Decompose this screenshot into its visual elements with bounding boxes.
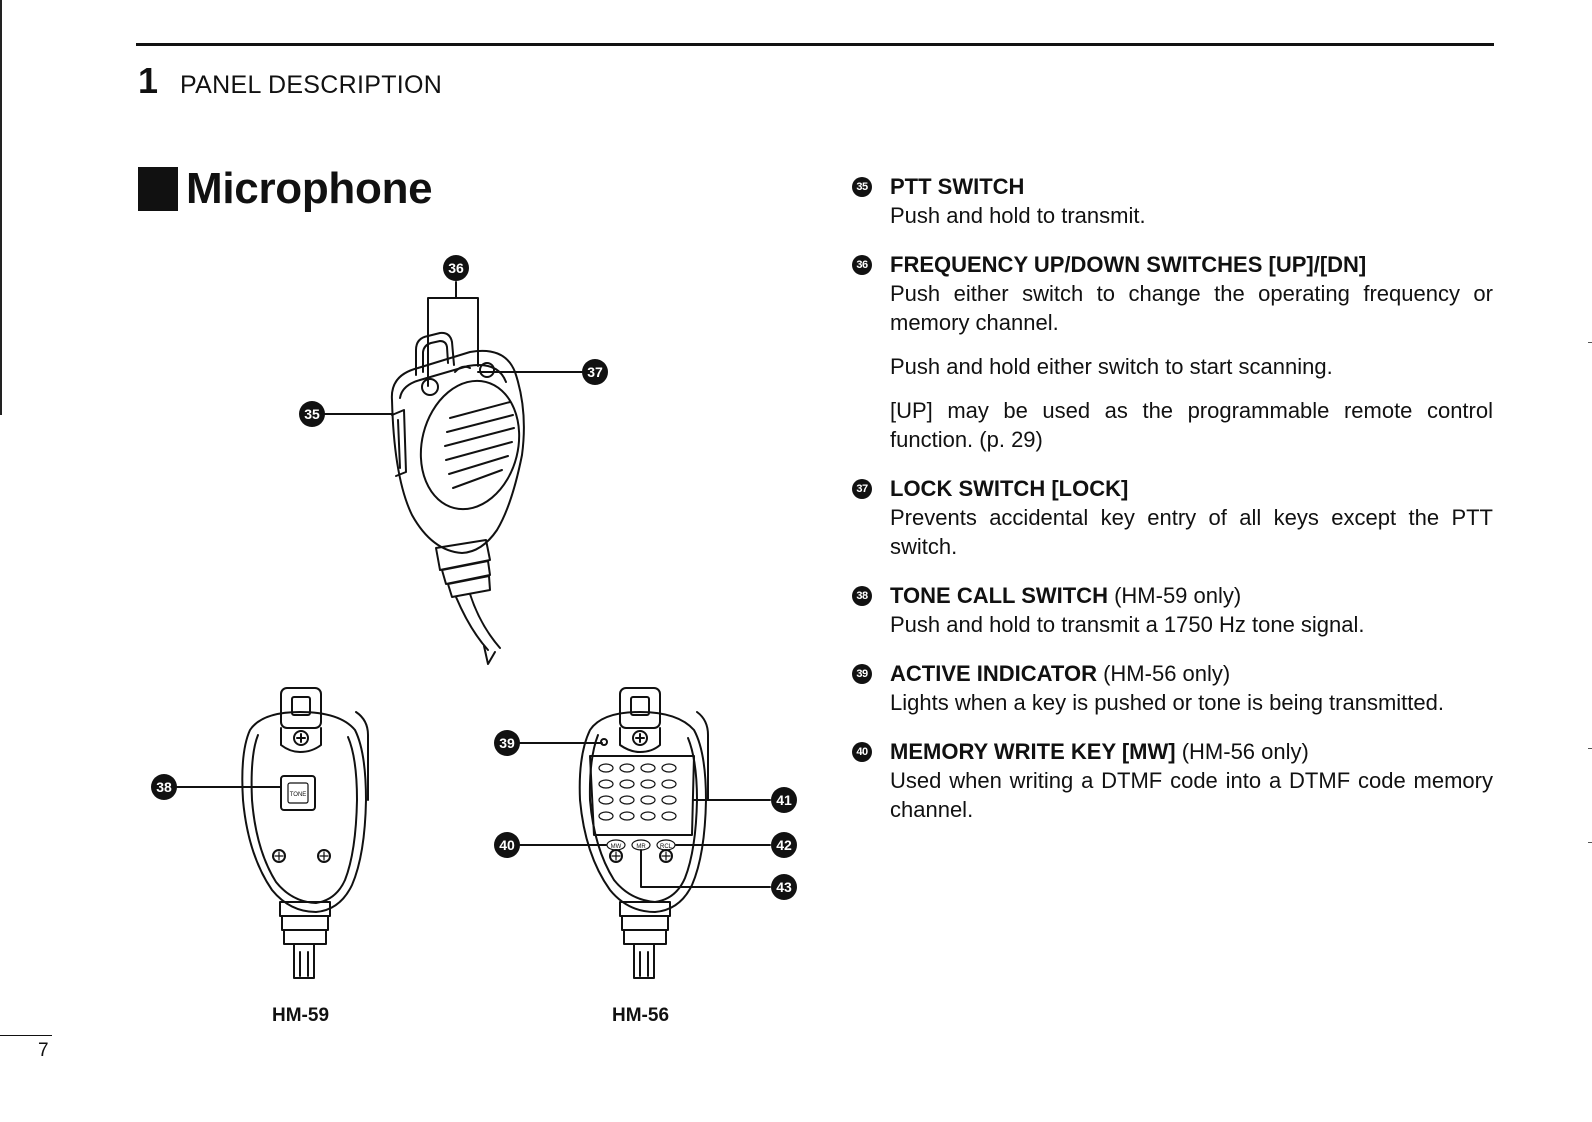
item-text: Push and hold to transmit. [890,203,1146,228]
callout-38: 38 [151,774,177,800]
item-title: TONE CALL SWITCH [890,583,1108,608]
description-list: 35 PTT SWITCH Push and hold to transmit.… [848,172,1493,844]
description-item-38: 38 TONE CALL SWITCH (HM-59 only) Push an… [848,581,1493,639]
svg-text:36: 36 [448,260,464,276]
item-title: PTT SWITCH [890,174,1025,199]
chapter-title: PANEL DESCRIPTION [180,71,443,99]
item-title: MEMORY WRITE KEY [MW] [890,739,1176,764]
rcl-key-label: RCL [660,844,673,850]
description-item-35: 35 PTT SWITCH Push and hold to transmit. [848,172,1493,230]
callout-37: 37 [582,359,608,385]
svg-text:42: 42 [776,837,792,853]
item-number-badge: 37 [852,479,872,499]
margin-tick [1588,842,1592,843]
callout-39: 39 [494,730,520,756]
item-model-note: (HM-56 only) [1096,661,1231,686]
item-text: Push and hold either switch to start sca… [890,354,1333,379]
item-title: ACTIVE INDICATOR [890,661,1097,686]
page-edge-line [0,0,2,415]
hm56-back-view [578,687,709,979]
mw-key-label: MW [611,844,622,850]
hm59-back-view [175,687,369,979]
item-number-badge: 39 [852,664,872,684]
description-item-37: 37 LOCK SWITCH [LOCK] Prevents accidenta… [848,474,1493,561]
margin-tick [1588,342,1592,343]
hm59-caption: HM-59 [272,1005,330,1026]
item-title: FREQUENCY UP/DOWN SWITCHES [UP]/[DN] [890,252,1367,277]
margin-tick [1588,748,1592,749]
svg-text:40: 40 [499,837,515,853]
microphone-illustrations: TONE MW MR RCL 36 37 35 38 39 40 [151,255,797,979]
mr-key-label: MR [636,844,646,850]
page-number-rule [0,1035,52,1036]
callout-43: 43 [771,874,797,900]
description-item-36: 36 FREQUENCY UP/DOWN SWITCHES [UP]/[DN] … [848,250,1493,454]
item-number-badge: 36 [852,255,872,275]
section-title: Microphone [186,164,433,213]
description-item-39: 39 ACTIVE INDICATOR (HM-56 only) Lights … [848,659,1493,717]
svg-text:37: 37 [587,364,603,380]
item-text: Push and hold to transmit a 1750 Hz tone… [890,612,1365,637]
hm56-leader-lines [519,742,771,888]
item-number-badge: 35 [852,177,872,197]
svg-text:38: 38 [156,779,172,795]
callout-40: 40 [494,832,520,858]
item-number-badge: 40 [852,742,872,762]
item-text: Prevents accidental key entry of all key… [890,505,1493,559]
section-marker-square [138,167,178,211]
callout-41: 41 [771,787,797,813]
section-heading: Microphone [138,164,433,214]
item-text: Used when writing a DTMF code into a DTM… [890,768,1493,822]
item-text: Lights when a key is pushed or tone is b… [890,690,1444,715]
svg-text:39: 39 [499,735,515,751]
svg-text:35: 35 [304,406,320,422]
item-title: LOCK SWITCH [LOCK] [890,476,1129,501]
chapter-header: 1 PANEL DESCRIPTION [138,60,442,102]
hm56-caption: HM-56 [612,1005,670,1026]
callout-36: 36 [443,255,469,281]
svg-text:41: 41 [776,792,792,808]
chapter-number: 1 [138,60,159,101]
description-item-40: 40 MEMORY WRITE KEY [MW] (HM-56 only) Us… [848,737,1493,824]
item-model-note: (HM-59 only) [1107,583,1242,608]
callout-35: 35 [299,401,325,427]
callout-42: 42 [771,832,797,858]
item-text: Push either switch to change the operati… [890,281,1493,335]
side-view-microphone [390,331,525,665]
header-rule [136,43,1494,46]
item-number-badge: 38 [852,586,872,606]
page-number: 7 [38,1040,49,1061]
item-text: [UP] may be used as the programmable rem… [890,398,1493,452]
side-view-leader-lines [324,281,583,415]
item-model-note: (HM-56 only) [1175,739,1309,764]
svg-text:43: 43 [776,879,792,895]
tone-key-label: TONE [290,792,307,798]
